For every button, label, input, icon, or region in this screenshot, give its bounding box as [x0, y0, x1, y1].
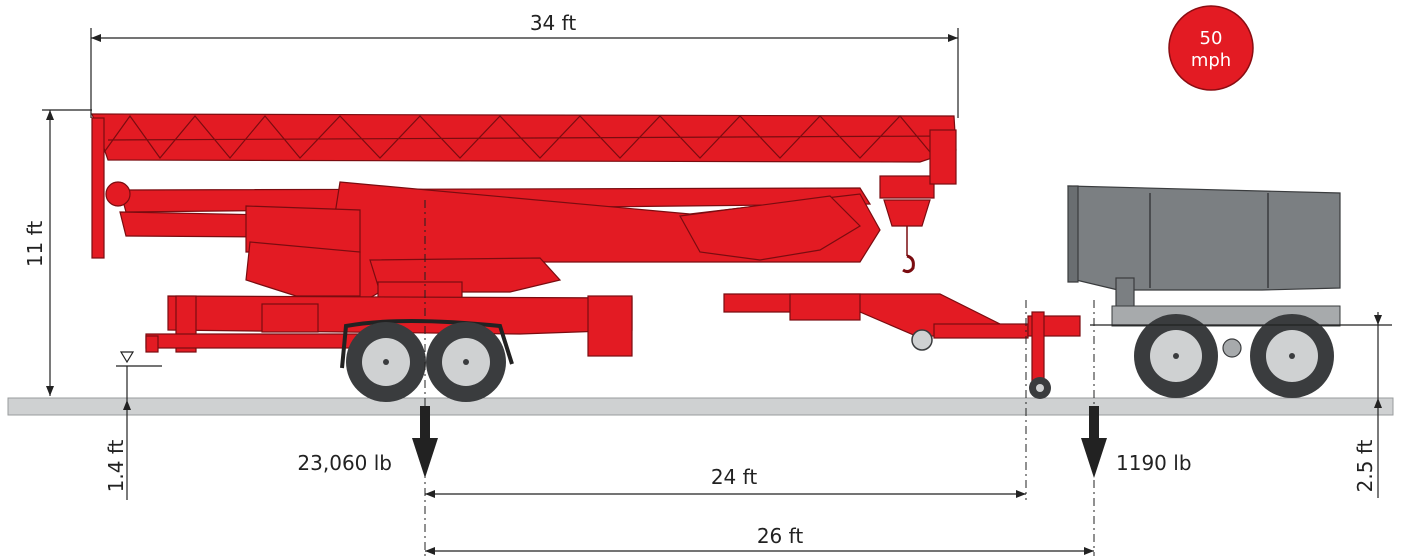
crane-wheel [346, 322, 426, 402]
clearance-front-label: 1.4 ft [104, 439, 128, 492]
dimension-overall-length: 34 ft [90, 11, 959, 118]
ground [7, 397, 1394, 416]
dimension-clearance-rear: 2.5 ft [1090, 312, 1392, 498]
speed-badge: 50 mph [1168, 5, 1254, 91]
main-axle-load-label: 23,060 lb [297, 451, 392, 475]
axle-to-dolly-label: 24 ft [711, 465, 757, 489]
crane-wheel [426, 322, 506, 402]
dimension-clearance-front: 1.4 ft [104, 351, 162, 500]
tow-truck [1067, 185, 1341, 398]
overall-length-label: 34 ft [530, 11, 576, 35]
speed-unit: mph [1191, 50, 1231, 71]
dimension-axle-to-hitch: 26 ft [425, 524, 1094, 555]
hitch-load-label: 1190 lb [1116, 451, 1192, 475]
dimension-height: 11 ft [23, 109, 92, 396]
clearance-rear-label: 2.5 ft [1353, 439, 1377, 492]
truck-wheel [1250, 314, 1334, 398]
truck-wheel [1134, 314, 1218, 398]
mobile-crane [91, 113, 1081, 402]
axle-to-hitch-label: 26 ft [757, 524, 803, 548]
speed-value: 50 [1200, 28, 1223, 49]
height-label: 11 ft [23, 221, 47, 267]
dimension-axle-to-dolly: 24 ft [425, 465, 1026, 498]
